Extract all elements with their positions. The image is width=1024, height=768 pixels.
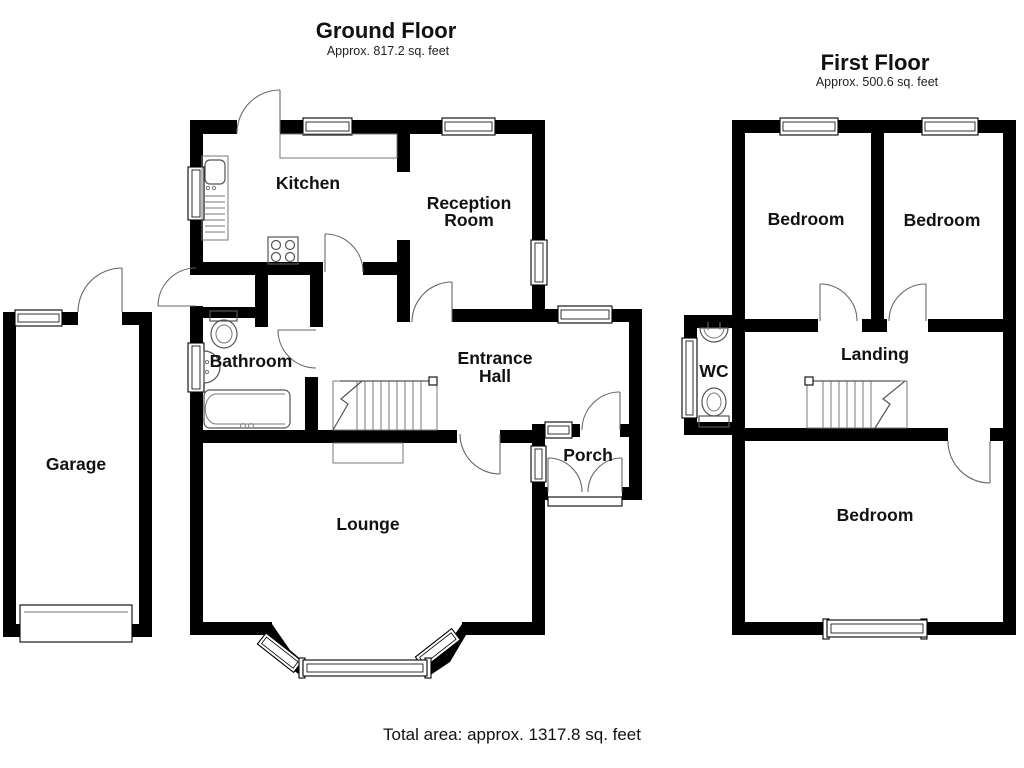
wall: [3, 624, 20, 637]
garage-walls: [3, 312, 152, 637]
wall: [620, 424, 629, 437]
wall: [132, 624, 152, 637]
wall: [305, 377, 318, 430]
wall: [990, 428, 1003, 441]
wall: [310, 262, 323, 327]
bedroom-left-window: [779, 117, 839, 136]
ground-floor-title: Ground Floor: [316, 18, 457, 43]
porch-doors: [547, 457, 623, 507]
kitchen-fixtures: [201, 133, 398, 265]
bedroom-right-window: [921, 117, 979, 136]
room-label-bathroom: Bathroom: [210, 351, 293, 371]
room-label-bedroom-bottom: Bedroom: [837, 505, 914, 525]
garage-window: [14, 309, 63, 327]
wc-fixtures: [698, 322, 730, 428]
wall: [629, 309, 642, 500]
ground-floor-area: Approx. 817.2 sq. feet: [327, 44, 450, 58]
wall: [462, 622, 545, 635]
reception-right-window: [530, 239, 548, 286]
back-door: [236, 89, 281, 134]
bedroom-bottom-door: [947, 440, 991, 484]
wall: [190, 307, 258, 318]
understairs-cupboard: [332, 442, 404, 464]
wc-left-window: [681, 337, 698, 419]
first-floor-title: First Floor: [821, 50, 930, 75]
wall: [452, 309, 558, 322]
wall: [744, 319, 818, 332]
wc-basin: [699, 322, 729, 343]
wall: [928, 319, 1003, 332]
bathroom-fixtures: [203, 310, 291, 429]
wall: [139, 312, 152, 637]
wall: [732, 120, 745, 635]
kitchen-counter: [279, 133, 398, 159]
total-area-text: Total area: approx. 1317.8 sq. feet: [383, 725, 641, 744]
room-label-bedroom-left: Bedroom: [768, 209, 845, 229]
ground-floor-walls: [190, 120, 642, 678]
room-label-bedroom-right: Bedroom: [904, 210, 981, 230]
side-door: [157, 267, 197, 307]
room-label-porch: Porch: [563, 445, 613, 465]
first-floor-area: Approx. 500.6 sq. feet: [816, 75, 939, 89]
wall: [532, 120, 545, 315]
wall: [744, 428, 948, 441]
wall: [572, 424, 580, 437]
wall: [190, 622, 272, 635]
wall: [684, 422, 744, 435]
ground-stairs: [332, 376, 438, 464]
doors: [77, 89, 991, 507]
wall: [3, 312, 16, 637]
wall: [190, 430, 457, 443]
kitchen-left-window: [187, 166, 205, 221]
wall: [397, 240, 410, 309]
porch-threshold: [547, 496, 623, 507]
bedroom-bottom-window: [822, 618, 928, 640]
wc-toilet: [698, 387, 730, 428]
reception-top-window: [441, 117, 496, 136]
room-label-landing: Landing: [841, 344, 909, 364]
room-label-reception-1: Reception: [427, 193, 512, 213]
landing-stairs: [804, 376, 908, 429]
stove: [267, 236, 299, 265]
room-label-reception-2: Room: [444, 210, 494, 230]
basin: [203, 350, 221, 384]
room-label-garage: Garage: [46, 454, 107, 474]
wall: [397, 133, 410, 172]
room-label-kitchen: Kitchen: [276, 173, 340, 193]
wall: [255, 262, 268, 327]
bedroom-right-door: [888, 283, 927, 322]
wall: [862, 319, 887, 332]
porch-side-window: [544, 421, 573, 439]
hall-top-window: [557, 305, 613, 324]
bathroom-door: [277, 329, 317, 369]
garage-door-rear: [77, 267, 123, 313]
wall: [622, 487, 642, 500]
bathtub: [203, 389, 291, 429]
bay-window: [256, 627, 462, 679]
bathroom-left-window: [187, 342, 205, 393]
bedroom-left-door: [819, 283, 858, 322]
garage-door: [19, 604, 133, 643]
room-label-lounge: Lounge: [336, 514, 399, 534]
front-door: [581, 391, 621, 431]
room-label-wc: WC: [699, 361, 729, 381]
room-label-entrance-1: Entrance: [458, 348, 533, 368]
kitchen-top-window: [302, 117, 353, 136]
room-label-entrance-2: Hall: [479, 366, 511, 386]
reception-door: [411, 281, 453, 323]
kitchen-door: [324, 233, 364, 273]
wall: [871, 133, 884, 332]
wall: [500, 430, 532, 443]
windows: [14, 117, 979, 679]
wall: [535, 487, 548, 500]
lounge-door: [459, 433, 501, 475]
kitchen-sink: [201, 155, 229, 241]
wall: [684, 315, 744, 328]
lounge-porch-window: [530, 445, 547, 483]
toilet: [209, 310, 238, 349]
wall: [397, 309, 410, 322]
wall: [1003, 120, 1016, 635]
first-floor-walls: [684, 120, 1016, 635]
